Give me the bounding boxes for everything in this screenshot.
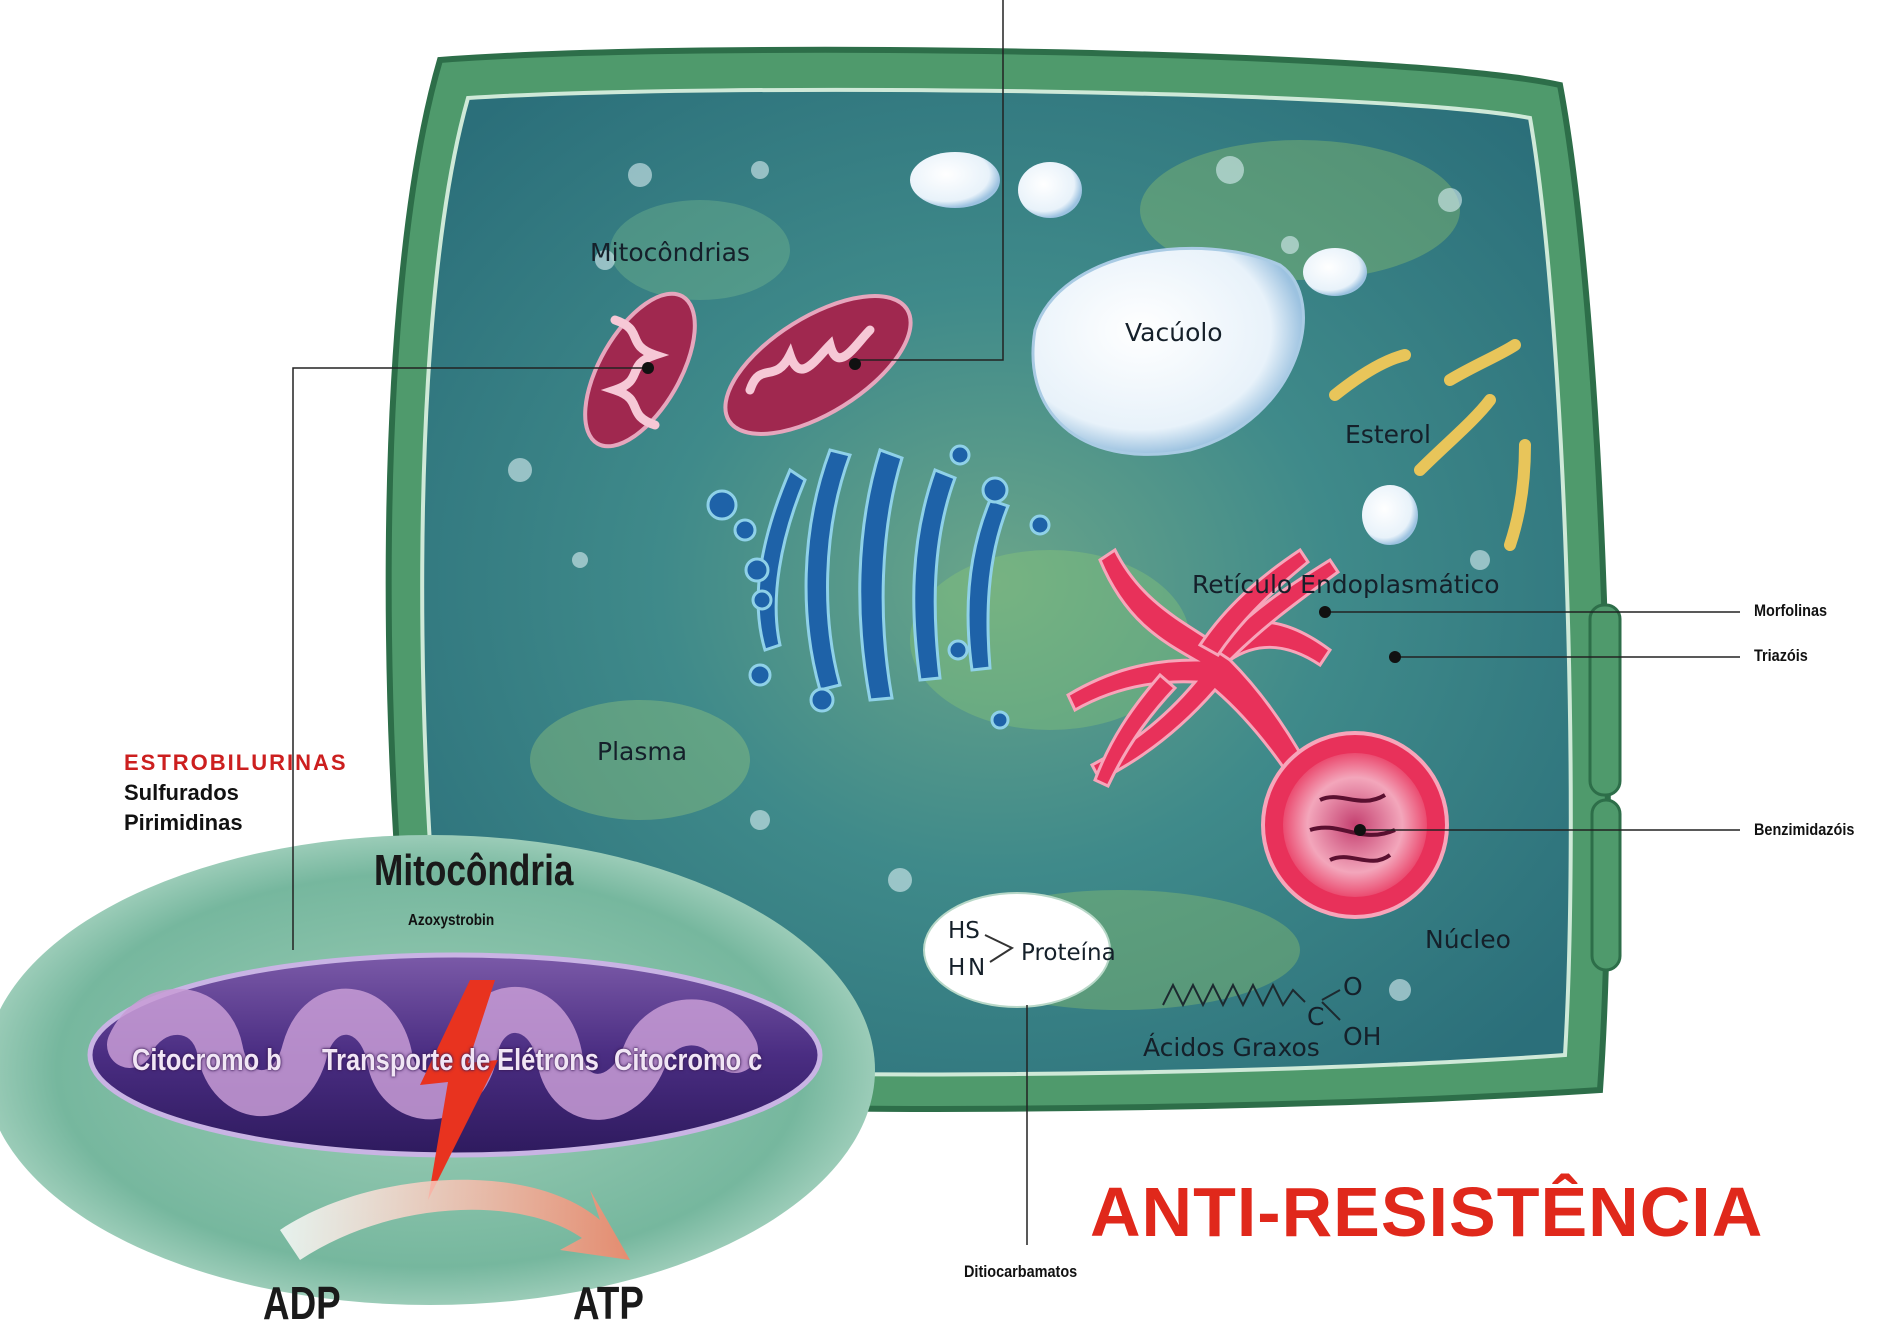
label-transporte-eletrons: Transporte de Elétrons: [322, 1042, 599, 1078]
label-mitocondrias: Mitocôndrias: [590, 238, 750, 267]
label-citocromo-b: Citocromo b: [132, 1042, 282, 1078]
chem-n: N: [968, 955, 985, 981]
group-item-sulfurados: Sulfurados: [124, 780, 239, 806]
wall-segment-right: [1590, 605, 1620, 795]
chem-hs: HS: [948, 918, 980, 944]
label-nucleo: Núcleo: [1425, 925, 1511, 954]
chem-h: H: [948, 955, 965, 981]
headline-anti-resistencia: ANTI-RESISTÊNCIA: [1090, 1172, 1763, 1252]
small-vacuole-1: [910, 152, 1000, 208]
label-reticulo: Retículo Endoplasmático: [1192, 570, 1500, 599]
label-morfolinas: Morfolinas: [1754, 601, 1827, 621]
chem-o: O: [1343, 972, 1363, 1001]
label-acidos-graxos: Ácidos Graxos: [1143, 1033, 1320, 1062]
chem-c: C: [1307, 1002, 1324, 1031]
label-adp: ADP: [263, 1276, 341, 1330]
label-citocromo-c: Citocromo c: [614, 1042, 762, 1078]
label-vacuolo: Vacúolo: [1125, 318, 1223, 347]
inset-subtitle: Azoxystrobin: [408, 912, 494, 930]
group-item-pirimidinas: Pirimidinas: [124, 810, 243, 836]
group-title-estrobilurinas: ESTROBILURINAS: [124, 750, 348, 776]
small-vacuole-4: [1362, 485, 1418, 545]
inset-title: Mitocôndria: [374, 846, 573, 896]
small-vacuole-2: [1018, 162, 1082, 218]
label-atp: ATP: [573, 1276, 644, 1330]
label-benzimidazois: Benzimidazóis: [1754, 820, 1854, 840]
nucleus: [1263, 733, 1447, 917]
label-triazois: Triazóis: [1754, 646, 1808, 666]
label-proteina: Proteína: [1021, 940, 1116, 966]
wall-segment-right-2: [1592, 800, 1620, 970]
small-vacuole-3: [1303, 248, 1367, 296]
label-esterol: Esterol: [1345, 420, 1431, 449]
label-ditiocarbamatos: Ditiocarbamatos: [964, 1262, 1077, 1282]
chem-oh: OH: [1343, 1022, 1381, 1051]
label-plasma: Plasma: [597, 737, 687, 766]
